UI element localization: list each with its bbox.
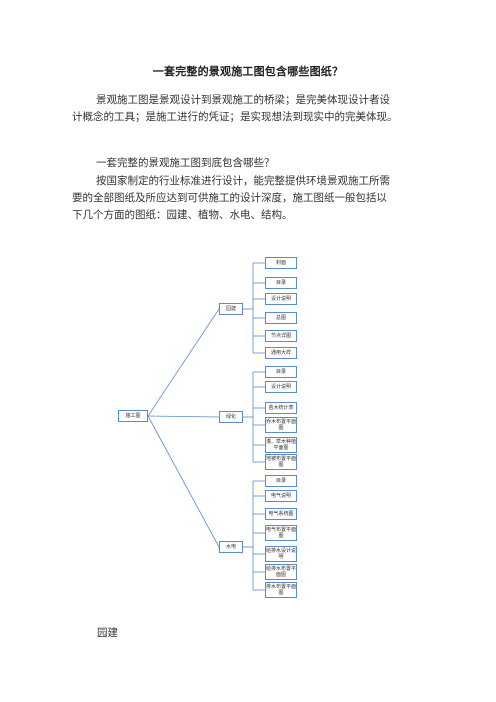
leaf-node: 电气系统图 [265, 508, 297, 520]
leaf-node: 苗木统计表 [265, 402, 297, 414]
body-line-3: 下几个方面的图纸：园建、植物、水电、结构。 [72, 209, 293, 221]
intro-line-1: 景观施工图是景观设计到景观施工的桥梁；是完美体现设计者设 [96, 94, 390, 106]
question-line: 一套完整的景观施工图到底包含哪些？ [96, 157, 275, 169]
root-node: 施工图 [118, 410, 148, 422]
intro-paragraph: 景观施工图是景观设计到景观施工的桥梁；是完美体现设计者设 计概念的工具；是施工进… [72, 92, 432, 126]
connector-line [147, 415, 220, 418]
branch-node: 水电 [219, 541, 243, 553]
leaf-node: 排水布置平面图 [265, 582, 297, 598]
leaf-node: 目录 [265, 277, 297, 289]
leaf-node: 设计说明 [265, 381, 297, 393]
leaf-node: 乔木布置平面图 [265, 417, 297, 433]
leaf-node: 节点详图 [265, 330, 297, 342]
leaf-node: 目录 [265, 366, 297, 378]
leaf-node: 设计说明 [265, 293, 297, 305]
branch-node: 园建 [219, 303, 243, 315]
body-line-2: 要的全部图纸及所应达到可供施工的设计深度，施工图纸一般包括以 [72, 192, 387, 204]
body-line-1: 按国家制定的行业标准进行设计，能完整提供环境景观施工所需 [96, 175, 390, 187]
branch-node: 绿化 [219, 411, 243, 423]
connector-line [147, 415, 220, 548]
leaf-node: 地被布置平面图 [265, 454, 297, 470]
body-paragraph: 按国家制定的行业标准进行设计，能完整提供环境景观施工所需 要的全部图纸及所应达到… [72, 173, 432, 224]
leaf-node: 目录 [265, 475, 297, 487]
connector-line [147, 308, 220, 417]
document-title: 一套完整的景观施工图包含哪些图纸？ [152, 65, 344, 78]
leaf-node: 灌、草木种植平面图 [265, 437, 297, 453]
leaf-node: 封面 [265, 257, 297, 269]
leaf-node: 给排水设计说明 [265, 546, 297, 562]
leaf-node: 给排水布置平面图 [265, 564, 297, 580]
leaf-node: 电气布置平面图 [265, 525, 297, 541]
leaf-node: 通用大样 [265, 347, 297, 359]
leaf-node: 总图 [265, 312, 297, 324]
intro-line-2: 计概念的工具；是施工进行的凭证；是实现想法到现实中的完美体现。 [72, 111, 398, 123]
section-heading: 园建 [97, 627, 118, 639]
leaf-node: 电气说明 [265, 490, 297, 502]
